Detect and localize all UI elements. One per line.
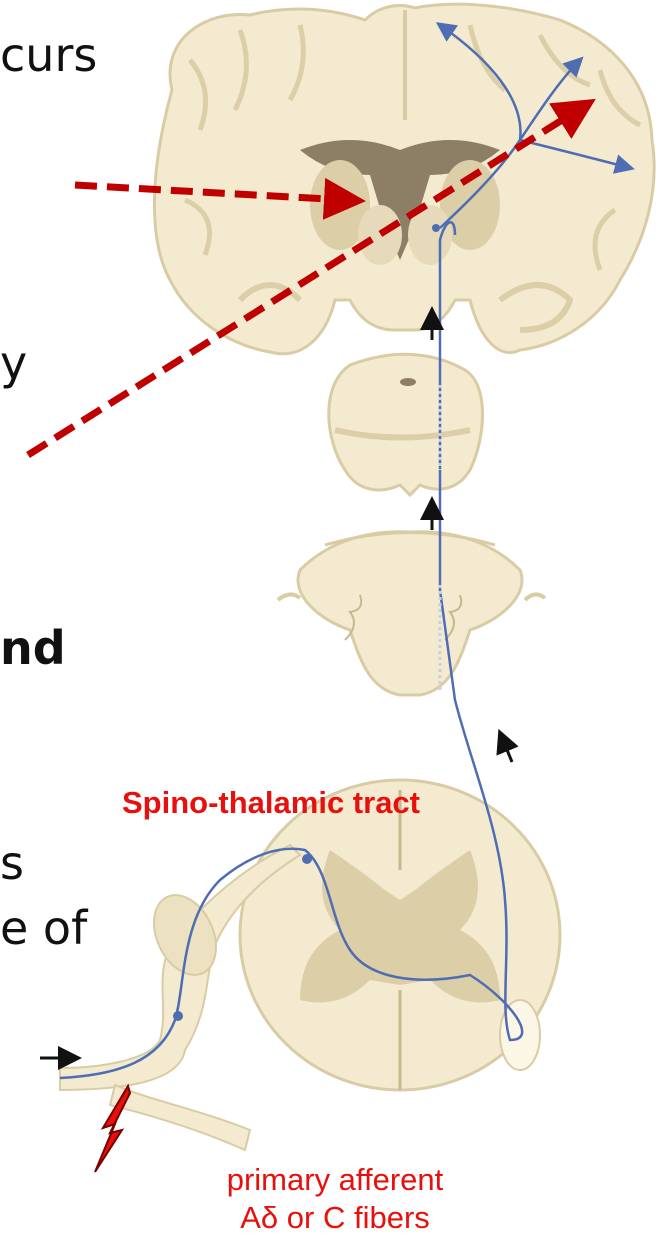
tract-label: Spino-thalamic tract — [122, 785, 420, 821]
afferent-label-line1: primary afferent — [150, 1162, 520, 1198]
afferent-label-line2: Aδ or C fibers — [150, 1200, 520, 1236]
brainstem-section-upper — [329, 354, 483, 495]
spinal-cord-section — [240, 780, 560, 1090]
brainstem-section-lower — [278, 532, 545, 695]
brain-coronal-section — [154, 4, 654, 354]
